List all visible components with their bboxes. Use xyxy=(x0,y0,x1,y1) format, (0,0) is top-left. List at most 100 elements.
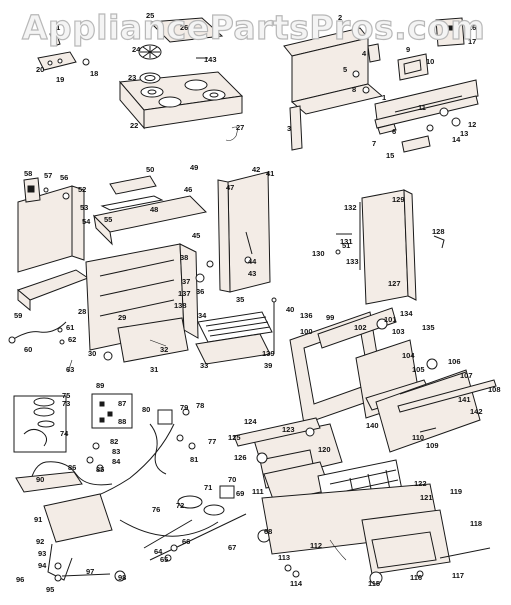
callout-119: 119 xyxy=(450,487,462,496)
callout-83: 83 xyxy=(112,447,120,456)
callout-25: 25 xyxy=(146,11,154,20)
callout-19: 19 xyxy=(56,75,64,84)
callout-90: 90 xyxy=(36,475,44,484)
callout-1: 1 xyxy=(382,93,386,102)
callout-85: 85 xyxy=(96,465,104,474)
callout-9: 9 xyxy=(406,45,410,54)
callout-75: 75 xyxy=(62,391,70,400)
callout-124: 124 xyxy=(244,417,257,426)
callout-142: 142 xyxy=(470,407,483,416)
watermark-logo: AppliancePartsPros.com xyxy=(21,7,486,47)
callout-64: 64 xyxy=(154,547,163,556)
callout-106: 106 xyxy=(448,357,461,366)
callout-44: 44 xyxy=(248,257,257,266)
callout-47: 47 xyxy=(226,183,234,192)
oven-body-left xyxy=(8,175,208,373)
callout-130: 130 xyxy=(312,249,325,258)
callout-16: 16 xyxy=(468,23,476,32)
callout-13: 13 xyxy=(460,129,468,138)
callout-56: 56 xyxy=(60,173,68,182)
callout-42: 42 xyxy=(252,165,260,174)
callout-93: 93 xyxy=(38,549,46,558)
callout-104: 104 xyxy=(402,351,415,360)
callout-53: 53 xyxy=(80,203,88,212)
callout-88: 88 xyxy=(118,417,126,426)
callout-73: 73 xyxy=(62,399,70,408)
callout-22: 22 xyxy=(130,121,138,130)
callout-70: 70 xyxy=(228,475,236,484)
callout-45: 45 xyxy=(192,231,200,240)
callout-54: 54 xyxy=(82,217,91,226)
callout-98: 98 xyxy=(118,573,126,582)
callout-20: 20 xyxy=(36,65,44,74)
callout-40: 40 xyxy=(286,305,294,314)
callout-116: 116 xyxy=(410,573,422,582)
callout-49: 49 xyxy=(190,163,198,172)
callout-39: 39 xyxy=(264,361,272,370)
callout-99: 99 xyxy=(326,313,334,322)
callout-117: 117 xyxy=(452,571,464,580)
callout-31: 31 xyxy=(150,365,158,374)
callout-11: 11 xyxy=(418,103,426,112)
callout-36: 36 xyxy=(196,287,204,296)
callout-69: 69 xyxy=(236,489,244,498)
callout-143: 143 xyxy=(204,55,217,64)
callout-6: 6 xyxy=(392,127,396,136)
drawer-assembly xyxy=(233,417,491,585)
callout-79: 79 xyxy=(180,403,188,412)
callout-17: 17 xyxy=(468,37,476,46)
callout-89: 89 xyxy=(96,381,104,390)
callout-33: 33 xyxy=(200,361,208,370)
callout-81: 81 xyxy=(190,455,198,464)
callout-125: 125 xyxy=(228,433,241,442)
callout-30: 30 xyxy=(88,349,96,358)
callout-24: 24 xyxy=(132,45,141,54)
callout-46: 46 xyxy=(184,185,192,194)
callout-38: 38 xyxy=(180,253,188,262)
callout-100: 100 xyxy=(300,327,313,336)
callout-12: 12 xyxy=(468,120,476,129)
callout-109: 109 xyxy=(426,441,439,450)
callout-111: 111 xyxy=(252,487,264,496)
cooktop-assembly xyxy=(37,17,244,141)
callout-5: 5 xyxy=(343,65,347,74)
callout-59: 59 xyxy=(14,311,22,320)
backguard-assembly xyxy=(283,17,479,153)
callout-35: 35 xyxy=(236,295,244,304)
callout-78: 78 xyxy=(196,401,204,410)
callout-65: 65 xyxy=(160,555,168,564)
callout-72: 72 xyxy=(176,501,184,510)
oven-door-assembly xyxy=(289,307,497,453)
callout-122: 122 xyxy=(414,479,427,488)
gas-valve-assembly xyxy=(13,393,271,582)
callout-113: 113 xyxy=(278,553,290,562)
callout-2: 2 xyxy=(338,13,342,22)
callout-96: 96 xyxy=(16,575,24,584)
callout-15: 15 xyxy=(386,151,394,160)
side-panel-assembly xyxy=(335,189,445,305)
callout-61: 61 xyxy=(66,323,74,332)
callout-14: 14 xyxy=(452,135,461,144)
callout-29: 29 xyxy=(118,313,126,322)
callout-91: 91 xyxy=(34,515,42,524)
callout-131: 131 xyxy=(340,237,353,246)
callout-80: 80 xyxy=(142,405,150,414)
callout-138: 138 xyxy=(174,301,187,310)
callout-67: 67 xyxy=(228,543,236,552)
callout-101: 101 xyxy=(384,315,397,324)
callout-55: 55 xyxy=(104,215,112,224)
callout-132: 132 xyxy=(344,203,357,212)
callout-51: 51 xyxy=(342,241,350,250)
callout-labels: 1234567891011121314151617181920212223242… xyxy=(14,11,501,594)
callout-118: 118 xyxy=(470,519,482,528)
callout-86: 86 xyxy=(68,463,76,472)
callout-27: 27 xyxy=(236,123,244,132)
callout-97: 97 xyxy=(86,567,94,576)
oven-liner-and-racks xyxy=(195,171,277,365)
callout-60: 60 xyxy=(24,345,32,354)
callout-62: 62 xyxy=(68,335,76,344)
callout-94: 94 xyxy=(38,561,47,570)
callout-107: 107 xyxy=(460,371,473,380)
